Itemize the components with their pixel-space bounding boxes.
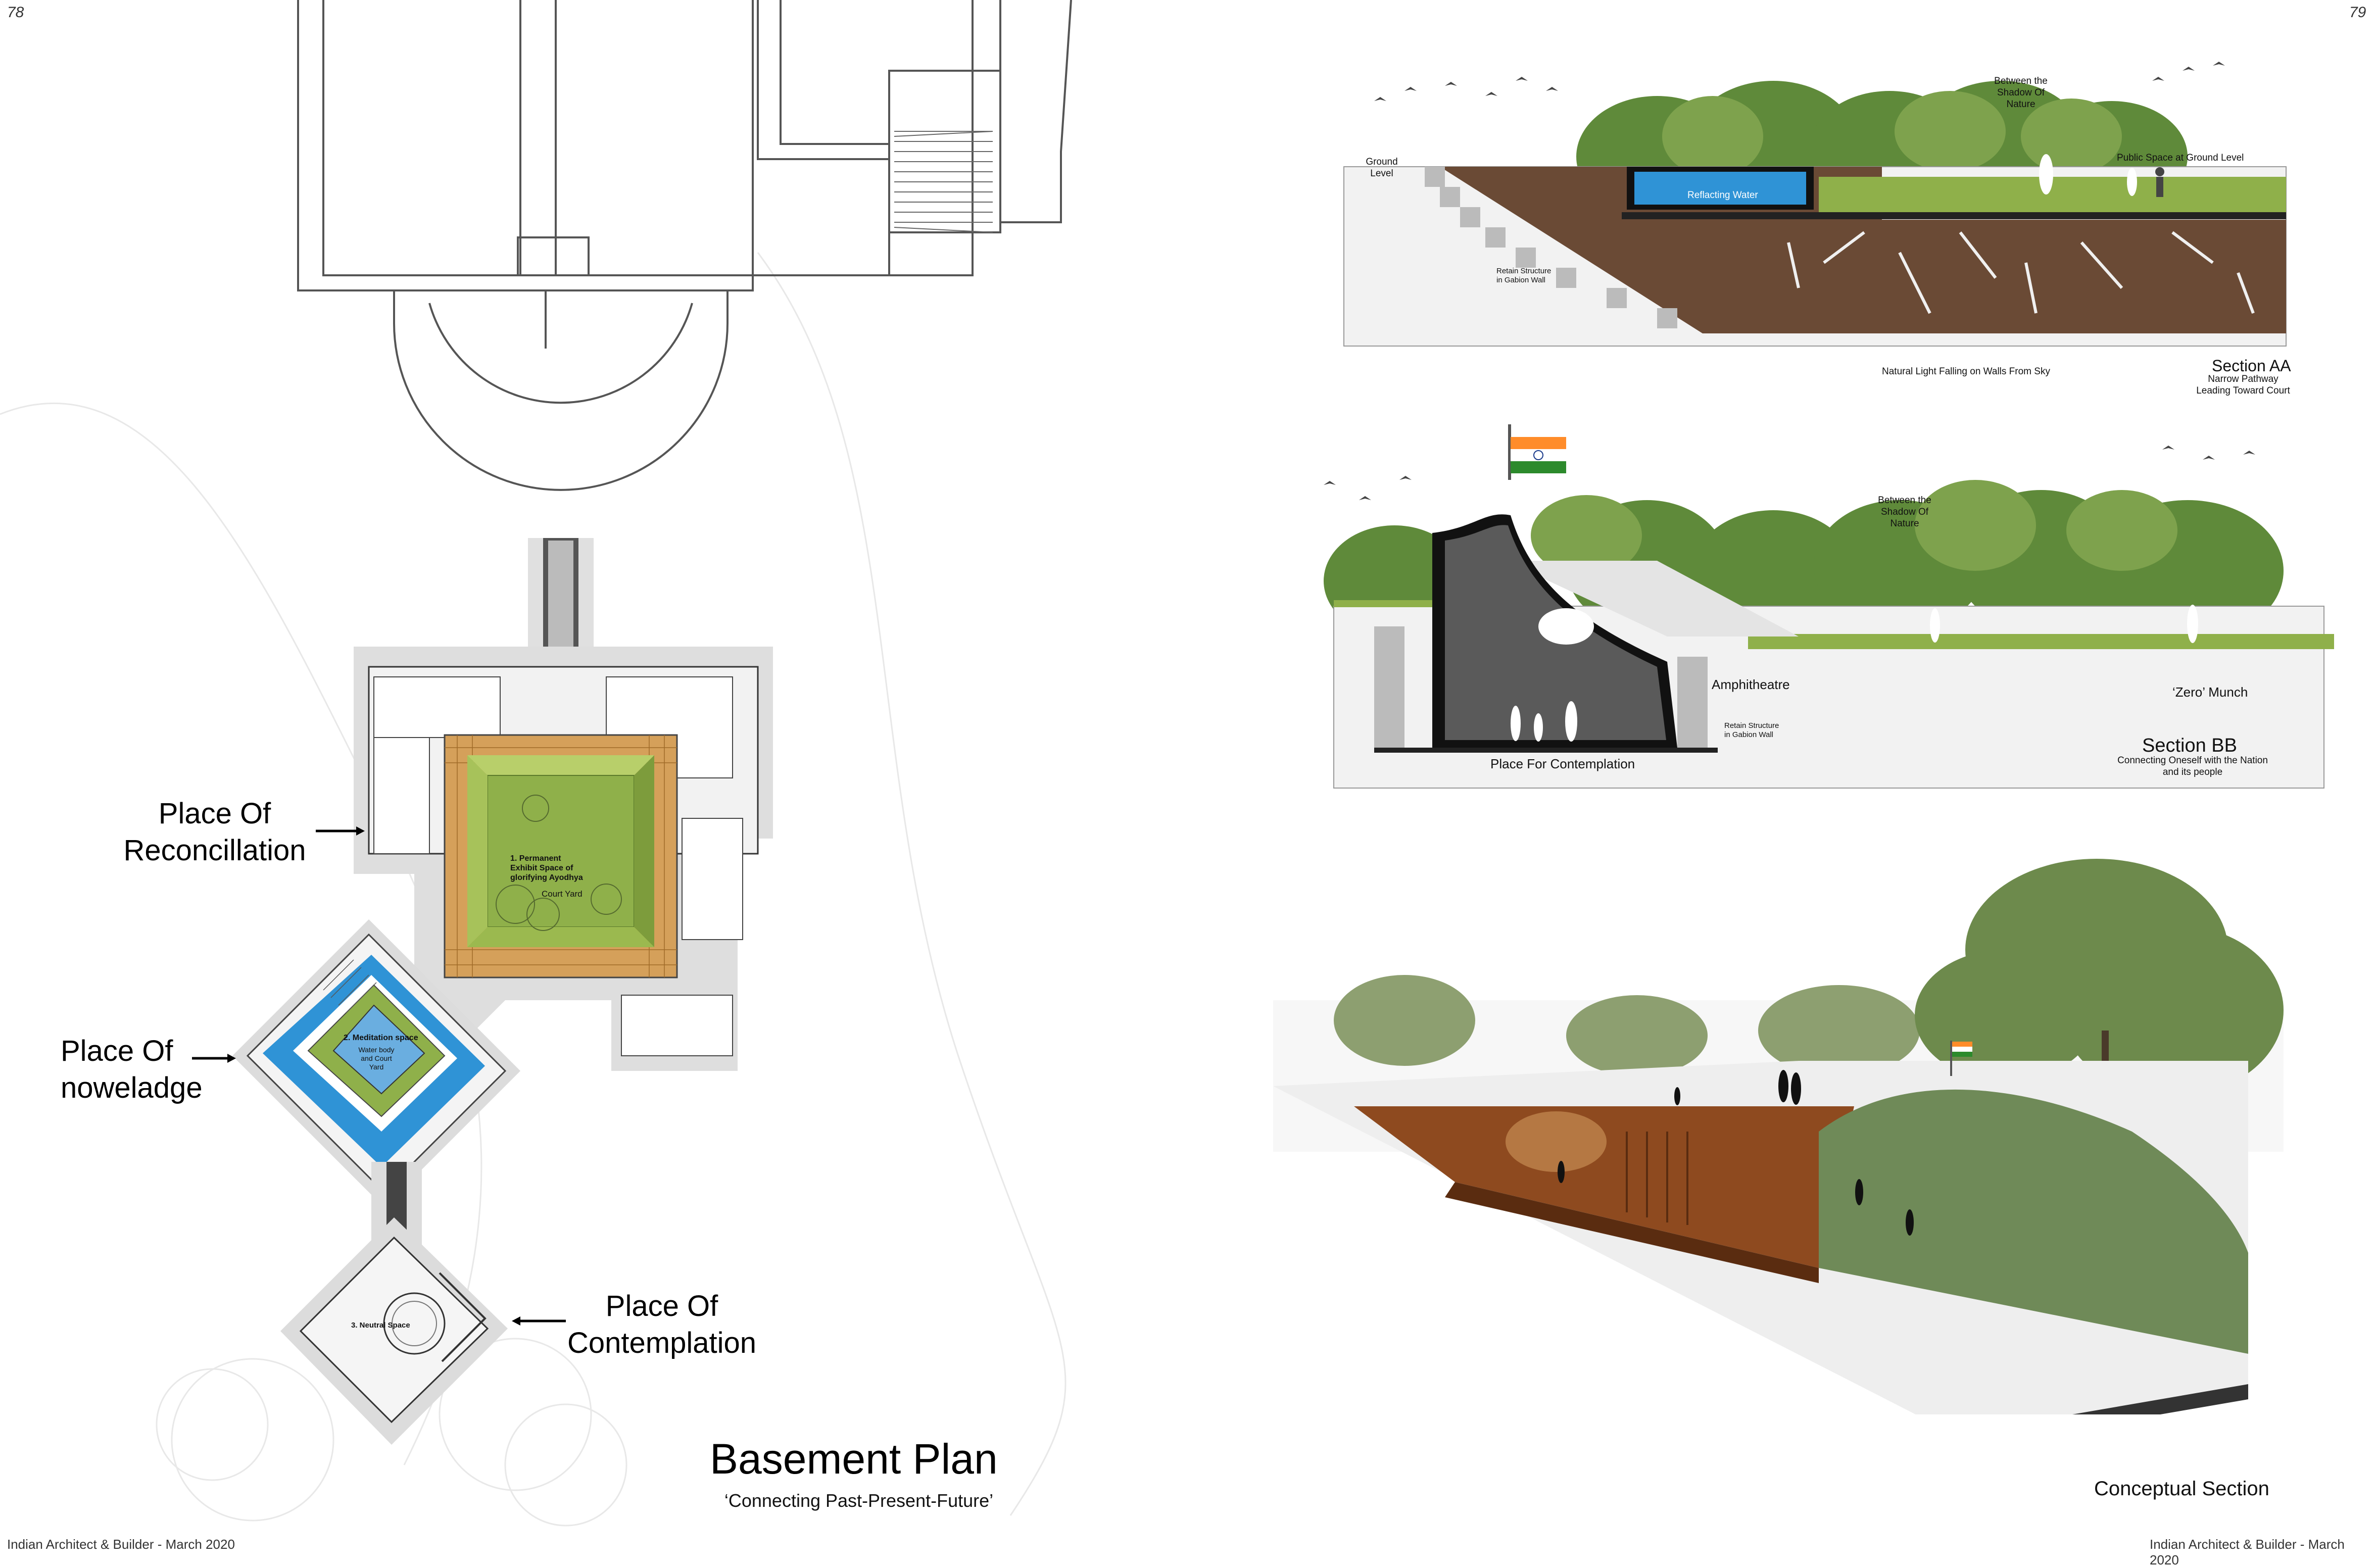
section-bb-shadow-label: Between the Shadow Of Nature [1878,495,1931,529]
section-bb-amphitheatre-label: Amphitheatre [1712,677,1790,692]
section-bb-subtitle: Connecting Oneself with the Nation and i… [2117,755,2268,777]
section-bb-contemplation-label: Place For Contemplation [1490,756,1635,771]
callout-contemplation: Place Of Contemplation [567,1290,756,1359]
callout-knowledge: Place Of noweladge [61,1035,203,1104]
meditation-room-label: 2. Meditation space [344,1034,418,1042]
plan-title: Basement Plan [710,1435,998,1483]
left-footer: Indian Architect & Builder - March 2020 [7,1537,235,1552]
conceptual-section-title: Conceptual Section [2094,1478,2269,1500]
callout-reconciliation: Place Of Reconcillation [123,797,306,867]
conceptual-section-image [1273,859,2284,1414]
section-bb-title: Section BB [2142,735,2237,756]
section-aa-light-label: Natural Light Falling on Walls From Sky [1882,366,2050,377]
section-bb-retain-label: Retain Structure in Gabion Wall [1724,721,1779,739]
basement-plan-drawing [0,0,1072,1527]
section-aa-ground-label: Ground Level [1366,157,1398,179]
neutral-room-label: 3. Neutral Space [351,1321,410,1330]
section-aa-shadow-label: Between the Shadow Of Nature [1994,76,2048,110]
section-bb-munch-label: ‘Zero’ Munch [2172,684,2248,700]
court-room-sublabel: Court Yard [542,889,583,899]
section-aa-drawing [1343,62,2287,347]
section-aa-public-label: Public Space at Ground Level [2117,153,2244,163]
right-footer: Indian Architect & Builder - March 2020 [2150,1537,2345,1567]
right-page-number: 79 [2349,4,2366,21]
plan-subtitle: ‘Connecting Past-Present-Future’ [724,1490,994,1511]
section-aa-water-label: Reflacting Water [1687,190,1758,201]
section-aa-retain-label: Retain Structure in Gabion Wall [1496,267,1552,284]
section-bb-drawing [1324,424,2334,789]
section-aa-title: Section AA [2212,357,2291,375]
meditation-room-sublabel: Water body and Court Yard [358,1046,395,1071]
left-page-number: 78 [7,4,24,21]
court-room-label: 1. Permanent Exhibit Space of glorifying… [510,854,583,883]
section-aa-subtitle: Narrow Pathway Leading Toward Court [2196,374,2290,396]
